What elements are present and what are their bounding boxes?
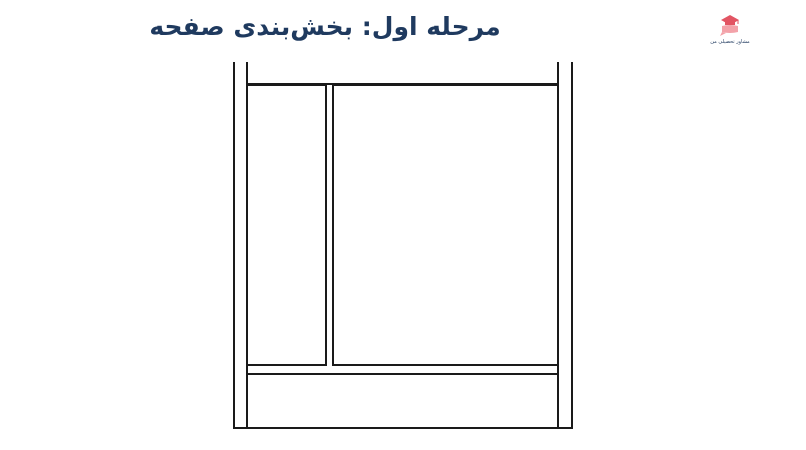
brand-logo: مشاور تحصیلی من <box>700 12 760 50</box>
graduation-cap-chat-icon <box>720 15 739 36</box>
page-title: مرحله اول: بخش‌بندی صفحه <box>149 12 501 41</box>
footer-block <box>246 373 559 429</box>
header-block <box>246 62 559 85</box>
main-content-block <box>332 84 559 366</box>
brand-name: مشاور تحصیلی من <box>710 39 750 45</box>
sidebar-block <box>246 84 327 366</box>
